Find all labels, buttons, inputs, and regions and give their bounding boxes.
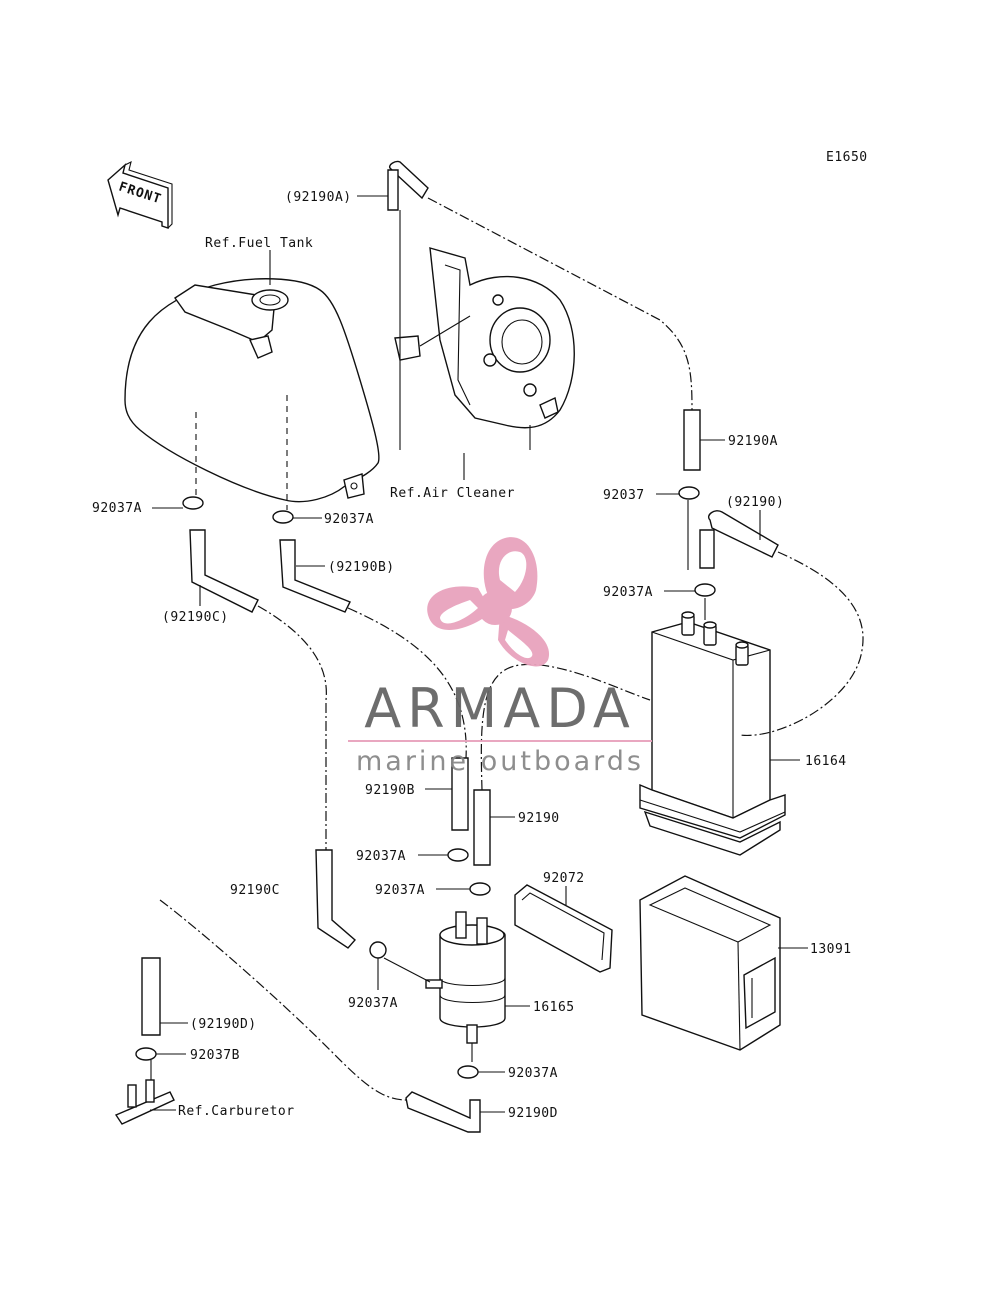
- clamps: [135, 486, 716, 1079]
- hoses: [141, 160, 779, 1133]
- bracket: [514, 884, 613, 973]
- callout-hose-c-top: (92190C): [162, 610, 229, 625]
- callout-clamp-a-tank-right: 92037A: [324, 512, 374, 527]
- watermark-brand: ARMADA: [364, 677, 636, 740]
- canister: [639, 611, 786, 856]
- propeller-logo-icon: [427, 537, 550, 667]
- routing-lines: [150, 197, 864, 1101]
- callout-clamp-a-bottom: 92037A: [508, 1066, 558, 1081]
- carburetor-fitting: [114, 1079, 175, 1125]
- callout-bracket: 92072: [543, 871, 585, 886]
- watermark-tagline: marine outboards: [356, 746, 644, 777]
- callout-hose-b: 92190B: [365, 783, 415, 798]
- callout-holder: 13091: [810, 942, 852, 957]
- callout-hose-a: 92190A: [728, 434, 778, 449]
- callout-hose-b-top: (92190B): [328, 560, 395, 575]
- callout-ref-carburetor: Ref.Carburetor: [178, 1104, 295, 1119]
- fuel-filter: [425, 911, 506, 1044]
- callout-ref-fuel-tank: Ref.Fuel Tank: [205, 236, 313, 251]
- diagram-code: E1650: [826, 150, 868, 165]
- callout-hose-92190-top: (92190): [726, 495, 784, 510]
- callout-hose-d-top: (92190D): [190, 1017, 257, 1032]
- canister-holder: [639, 875, 781, 1051]
- callout-labels: (92190A) 92190A 92037 (92190) 92037A 161…: [92, 190, 852, 1121]
- fuel-tank: [124, 278, 380, 503]
- front-arrow-icon: FRONT: [107, 160, 173, 229]
- callout-hose-a-top: (92190A): [285, 190, 352, 205]
- callout-clamp-92037: 92037: [603, 488, 645, 503]
- callout-clamp-a-mid: 92037A: [356, 849, 406, 864]
- callout-clamp-a-canister-top: 92037A: [603, 585, 653, 600]
- leader-lines: [150, 195, 808, 1113]
- callout-hose-c: 92190C: [230, 883, 280, 898]
- callout-filter: 16165: [533, 1000, 575, 1015]
- callout-ref-air-cleaner: Ref.Air Cleaner: [390, 486, 515, 501]
- callout-clamp-b: 92037B: [190, 1048, 240, 1063]
- callout-hose-92190: 92190: [518, 811, 560, 826]
- callout-clamp-a-tank-left: 92037A: [92, 501, 142, 516]
- callout-clamp-a-filter-top: 92037A: [375, 883, 425, 898]
- callout-hose-d: 92190D: [508, 1106, 558, 1121]
- watermark: ARMADA marine outboards: [348, 537, 652, 777]
- air-cleaner: [394, 247, 575, 429]
- callout-canister: 16164: [805, 754, 847, 769]
- callout-clamp-a-filter-left: 92037A: [348, 996, 398, 1011]
